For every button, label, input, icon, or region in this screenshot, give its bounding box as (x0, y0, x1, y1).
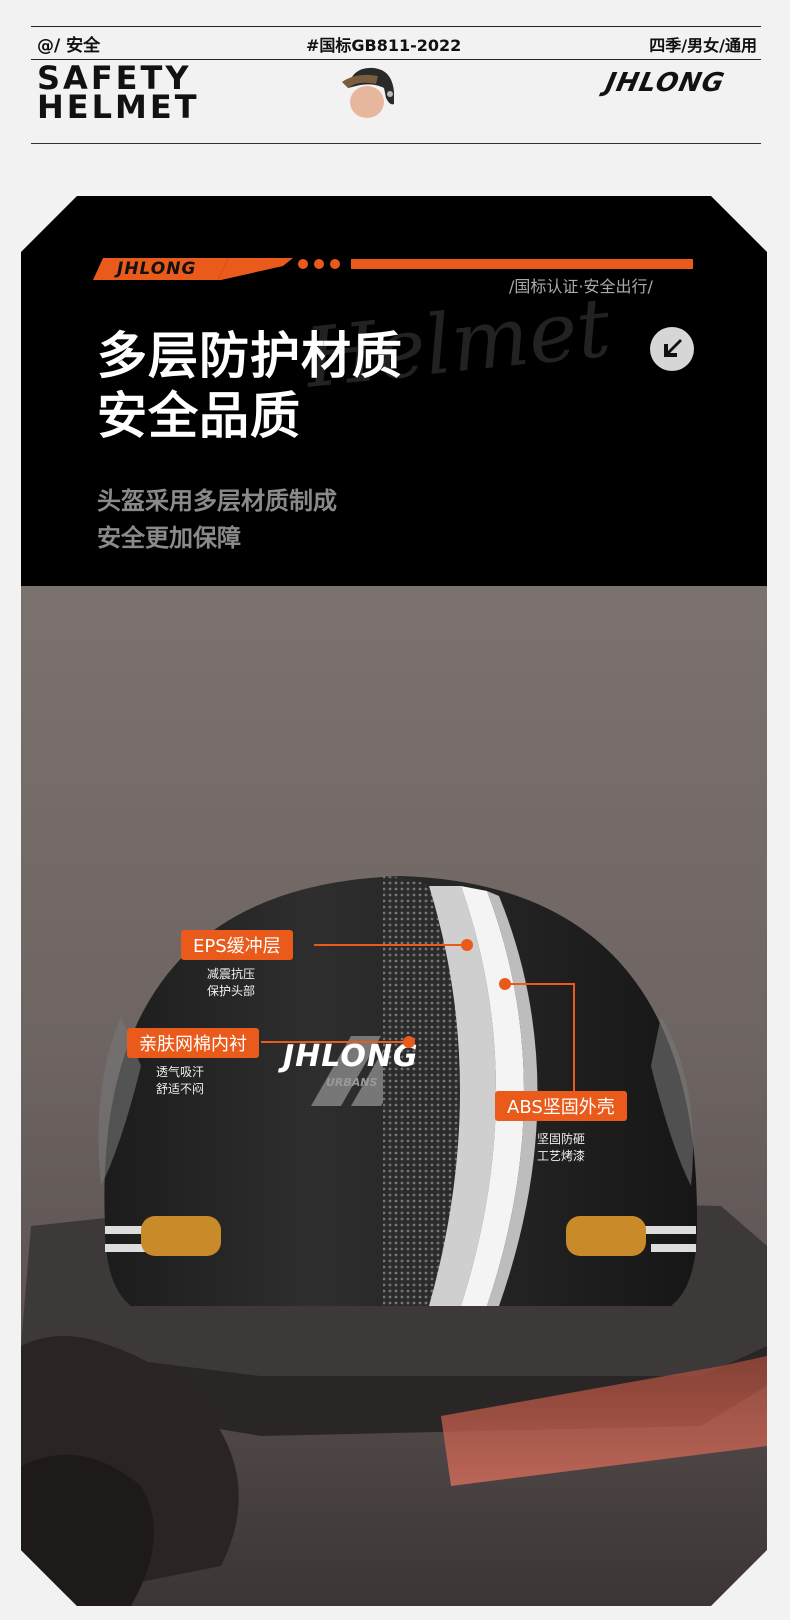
brand-logo: JHLONG (602, 68, 728, 98)
callout-eps-line (314, 944, 467, 946)
callout-liner-line (261, 1041, 411, 1043)
headline-line-1: 多层防护材质 (97, 327, 403, 385)
top-info-bar: @/ 安全 #国标GB811-2022 四季/男女/通用 (31, 26, 761, 60)
standard-label: #国标GB811-2022 (306, 36, 462, 55)
title-line-1: SAFETY (37, 59, 192, 97)
callout-liner-dot (403, 1036, 415, 1048)
accent-bar (93, 258, 693, 280)
arrow-down-left-icon (650, 327, 694, 371)
callout-eps-desc: 减震抗压 保护头部 (207, 967, 256, 998)
helmet-sub-logo: URBANS (326, 1076, 378, 1089)
feature-card: JHLONG URBANS JHLONG /国标认证·安全出行/ Helmet … (21, 196, 767, 1606)
callout-shell-line-h (507, 983, 575, 985)
subtitle-line-1: 头盔采用多层材质制成 (97, 487, 337, 515)
title-line-2: HELMET (37, 88, 200, 126)
top-left-label: @/ 安全 (37, 36, 101, 56)
headline-line-2: 安全品质 (97, 387, 301, 445)
callout-shell-dot (499, 978, 511, 990)
header-divider (31, 143, 761, 144)
subtitle-line-2: 安全更加保障 (97, 524, 241, 552)
usage-label: 四季/男女/通用 (649, 36, 757, 55)
callout-liner-label: 亲肤网棉内衬 (127, 1028, 259, 1058)
callout-liner-desc: 透气吸汗 舒适不闷 (156, 1065, 205, 1096)
callout-shell-desc: 坚固防砸 工艺烤漆 (537, 1132, 586, 1163)
callout-eps-label: EPS缓冲层 (181, 930, 293, 960)
product-title: SAFETY HELMET (37, 59, 200, 126)
certification-label: /国标认证·安全出行/ (509, 277, 653, 296)
callout-shell-line-v (573, 983, 575, 1093)
helmet-cutaway-image (21, 876, 767, 1606)
card-brand-logo: JHLONG (117, 259, 197, 279)
helmet-logo: JHLONG (283, 1039, 419, 1074)
callout-shell-label: ABS坚固外壳 (495, 1091, 627, 1121)
helmet-avatar-icon (342, 67, 394, 118)
callout-eps-dot (461, 939, 473, 951)
